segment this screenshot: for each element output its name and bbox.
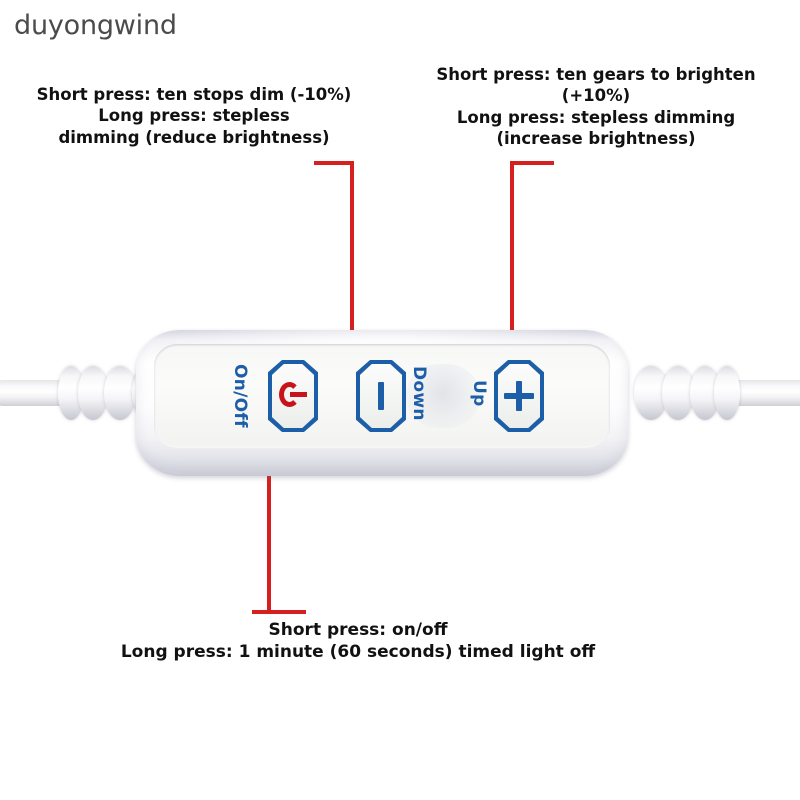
up-button-face	[498, 364, 540, 428]
leader-line-up-vertical	[510, 161, 514, 365]
cable-rib	[662, 366, 694, 420]
leader-line-power-vertical	[267, 440, 271, 614]
power-button[interactable]	[268, 360, 318, 432]
key-label-up: Up	[469, 380, 489, 407]
down-button-face	[360, 364, 402, 428]
dimmer-faceplate: On/Off Down Up	[154, 344, 610, 448]
leader-line-up-horizontal	[510, 161, 554, 165]
watermark-duyongwind: duyongwind	[14, 10, 177, 41]
key-label-down: Down	[409, 366, 429, 421]
plus-icon	[504, 381, 534, 411]
strain-relief-right	[632, 366, 742, 420]
indicator-pad	[406, 364, 480, 428]
key-label-onoff: On/Off	[230, 364, 250, 428]
cable-rib	[78, 366, 108, 420]
leader-line-power-foot	[252, 610, 306, 614]
down-button[interactable]	[356, 360, 406, 432]
cable-rib	[104, 366, 136, 420]
annotation-caption-up-button: Short press: ten gears to brighten (+10%…	[436, 65, 756, 149]
dimmer-body: On/Off Down Up	[136, 330, 628, 476]
leader-line-down-horizontal	[314, 161, 354, 165]
power-button-face	[272, 364, 314, 428]
annotation-caption-power-button: Short press: on/off Long press: 1 minute…	[120, 620, 596, 663]
leader-line-down-vertical	[350, 161, 354, 365]
minus-icon	[378, 382, 384, 410]
up-button[interactable]	[494, 360, 544, 432]
power-icon	[279, 382, 307, 410]
cable-rib	[714, 366, 740, 420]
annotation-caption-down-button: Short press: ten stops dim (-10%) Long p…	[36, 85, 352, 147]
dimmer-device-assembly: On/Off Down Up	[0, 330, 800, 480]
